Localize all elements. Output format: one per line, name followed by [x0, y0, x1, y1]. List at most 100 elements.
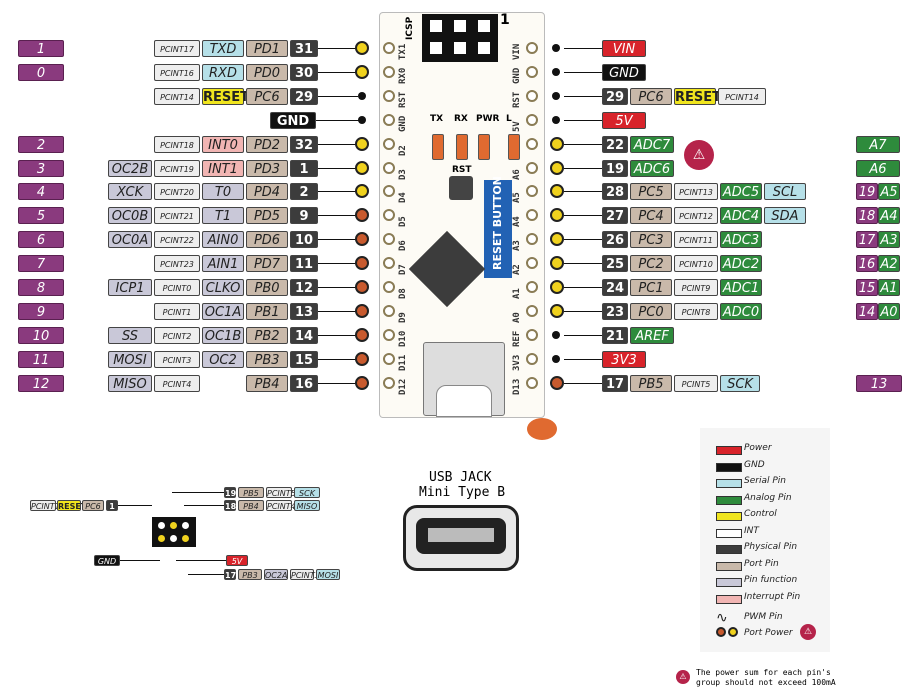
- signal-label: VIN: [602, 40, 646, 57]
- header-hole: [526, 114, 538, 126]
- digital-pin-number: 1: [18, 40, 64, 57]
- legend-label: GND: [744, 459, 765, 470]
- function-label: OC1B: [202, 327, 244, 344]
- icsp-detail-pin: [170, 522, 177, 529]
- physical-pin-label: 29: [602, 88, 628, 105]
- usb-opening: [436, 385, 492, 417]
- connector-line: [564, 215, 602, 216]
- header-hole: [383, 377, 395, 389]
- port-power-dot: [355, 328, 369, 342]
- port-label: PD1: [246, 40, 288, 57]
- pcint-label: PCINT0: [154, 279, 200, 296]
- led-label: TX: [430, 114, 444, 124]
- physical-pin-label: 15: [290, 351, 318, 368]
- port-power-dot: [550, 304, 564, 318]
- led: [456, 134, 468, 160]
- icsp-detail-pin: [158, 535, 165, 542]
- board-pin-label: D6: [398, 240, 408, 251]
- header-hole: [383, 281, 395, 293]
- port-power-dot: [355, 232, 369, 246]
- digital-pin-number: 11: [18, 351, 64, 368]
- function-label: INT1: [202, 160, 244, 177]
- pcint-label: PCINT1: [154, 303, 200, 320]
- pwm-wave-icon: ∿: [716, 610, 728, 626]
- connector-line: [564, 144, 602, 145]
- led-label: RX: [454, 114, 468, 124]
- header-hole: [526, 185, 538, 197]
- pcint-label: PCINT20: [154, 183, 200, 200]
- icsp-detail-pin: [182, 535, 189, 542]
- connector-line: [318, 96, 358, 97]
- pin-dot: [552, 68, 560, 76]
- digital-pin-number: 16: [856, 255, 878, 272]
- function-label: AIN0: [202, 231, 244, 248]
- pcint-label: PCINT21: [154, 207, 200, 224]
- port-label: PD2: [246, 136, 288, 153]
- port-power-dot: [355, 352, 369, 366]
- digital-pin-number: 5: [18, 207, 64, 224]
- port-power-dot: [716, 627, 726, 637]
- pin-dot: [358, 92, 366, 100]
- board-pin-label: GND: [512, 67, 522, 84]
- icsp-port: PC6: [82, 500, 104, 511]
- physical-pin-label: 17: [602, 375, 628, 392]
- function-label: AIN1: [202, 255, 244, 272]
- connector-line: [318, 215, 358, 216]
- legend-swatch: [716, 446, 742, 455]
- legend-swatch: [716, 561, 742, 571]
- legend-label: Power: [744, 443, 772, 453]
- function-label: RESET: [202, 88, 250, 105]
- board-pin-label: A6: [512, 169, 522, 180]
- signal-label: AREF: [630, 327, 674, 344]
- function-label: TXD: [202, 40, 244, 57]
- physical-pin-label: 16: [290, 375, 318, 392]
- icsp-gnd: GND: [94, 555, 120, 566]
- pin-dot: [358, 116, 366, 124]
- physical-pin-label: 30: [290, 64, 318, 81]
- board-pin-label: D12: [398, 378, 408, 395]
- warning-icon: ⚠: [676, 670, 690, 684]
- board-pin-label: A4: [512, 216, 522, 227]
- port-label: PC2: [630, 255, 672, 272]
- warning-icon: ⚠: [800, 624, 816, 640]
- board-pin-label: TX1: [398, 43, 408, 60]
- pcint-label: PCINT11: [674, 231, 718, 248]
- serial-label: SDA: [764, 207, 806, 224]
- alt-function-label: MOSI: [108, 351, 152, 368]
- function-label: T1: [202, 207, 244, 224]
- legend-swatch: [716, 479, 742, 488]
- physical-pin-label: 21: [602, 327, 628, 344]
- connector-line: [318, 311, 358, 312]
- header-hole: [526, 305, 538, 317]
- port-label: PC0: [630, 303, 672, 320]
- board-pin-label: D4: [398, 192, 408, 203]
- connector-line: [318, 359, 358, 360]
- connector-line: [318, 239, 358, 240]
- digital-pin-number: 18: [856, 207, 878, 224]
- icsp-port: PB4: [238, 500, 264, 511]
- physical-pin-label: 10: [290, 231, 318, 248]
- led: [432, 134, 444, 160]
- physical-pin-label: 1: [290, 160, 318, 177]
- port-power-dot: [355, 256, 369, 270]
- led-label: L: [506, 114, 512, 124]
- physical-pin-label: 29: [290, 88, 318, 105]
- icsp-pin-number: 18: [224, 500, 237, 511]
- physical-pin-label: 19: [602, 160, 628, 177]
- port-power-dot: [550, 161, 564, 175]
- connector-line: [120, 560, 160, 561]
- icsp-detail-pin: [182, 522, 189, 529]
- usb-title: USB JACK: [429, 470, 492, 485]
- board-pin-label: D3: [398, 169, 408, 180]
- pin-dot: [552, 116, 560, 124]
- board-pin-label: RX0: [398, 67, 408, 84]
- connector-line: [564, 239, 602, 240]
- connector-line: [318, 263, 358, 264]
- physical-pin-label: 23: [602, 303, 628, 320]
- header-hole: [383, 353, 395, 365]
- connector-line: [318, 168, 358, 169]
- connector-line: [118, 505, 152, 506]
- icsp-pin-number: 17: [224, 569, 237, 580]
- logo-icon: [527, 418, 557, 440]
- pcint-label: PCINT5: [674, 375, 718, 392]
